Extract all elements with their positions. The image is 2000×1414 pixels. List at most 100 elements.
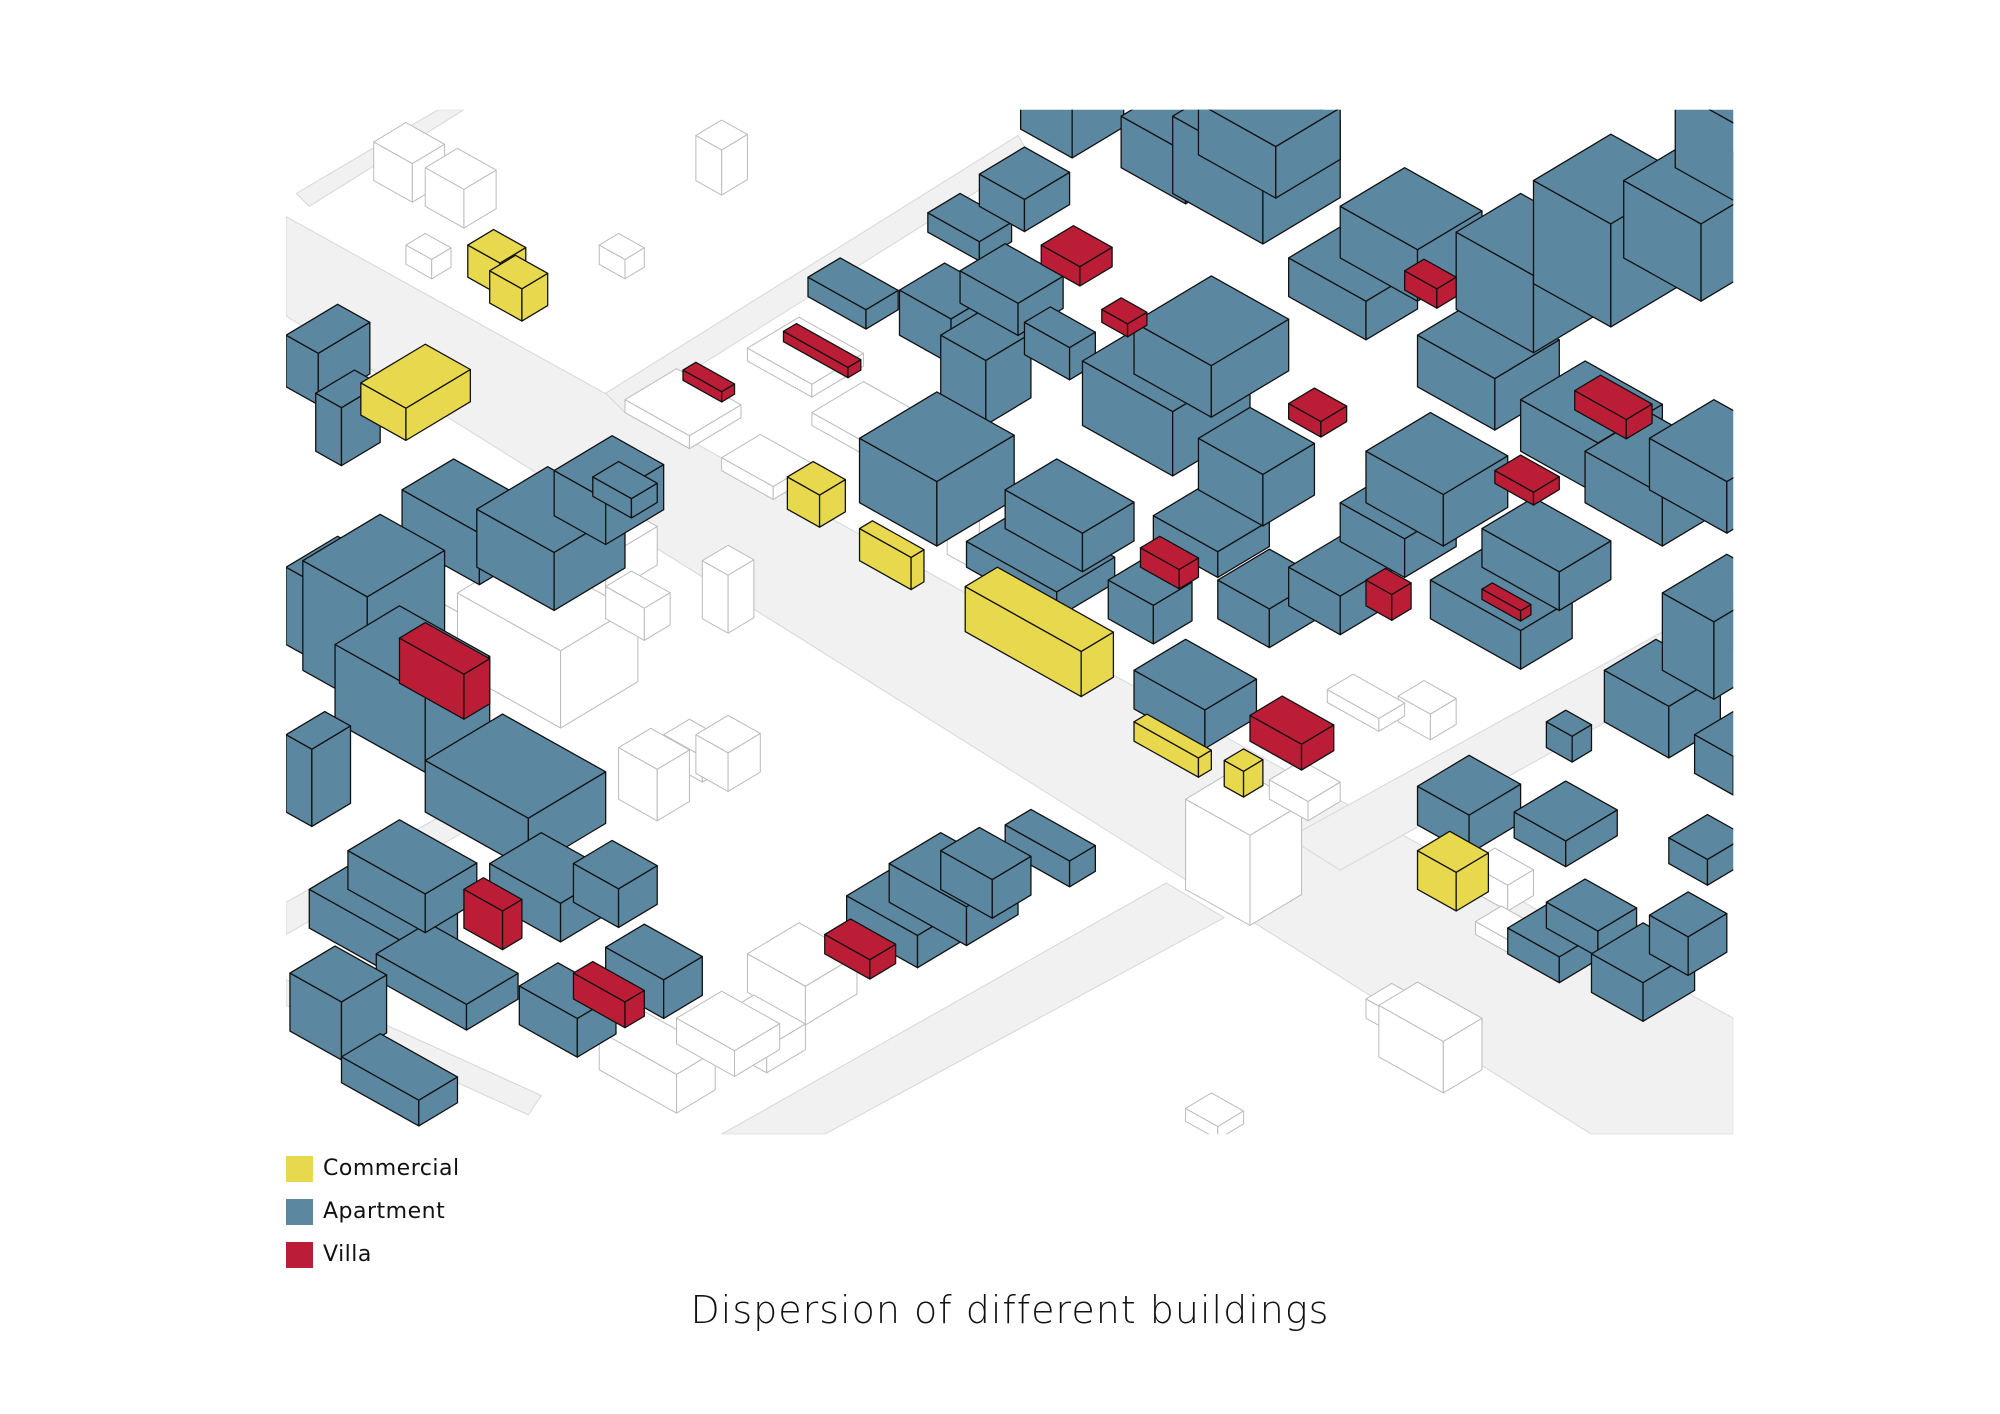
villa-building (1365, 567, 1412, 621)
building-roof (286, 710, 352, 750)
building-roof (1648, 891, 1728, 938)
building-roof (624, 368, 742, 437)
building-roof (1004, 808, 1097, 862)
commercial-building (1223, 748, 1264, 798)
other-building (1397, 680, 1457, 741)
apartment-building (1152, 484, 1270, 579)
building-roof (1326, 673, 1406, 719)
villa-building (1288, 387, 1348, 438)
building-face (1674, 109, 1734, 201)
apartment-building (1661, 553, 1734, 700)
apartment-swatch (286, 1198, 313, 1225)
villa-building (1481, 582, 1532, 622)
building-roof (1494, 454, 1560, 493)
building-face (1713, 609, 1734, 700)
commercial-building (489, 254, 549, 322)
building-roof (1545, 878, 1638, 932)
apartment-building (1365, 411, 1509, 547)
building-roof (701, 544, 755, 576)
building-roof (1040, 225, 1113, 268)
apartment-building (978, 146, 1071, 233)
apartment-building (1133, 275, 1290, 418)
building-roof (1668, 813, 1734, 861)
legend-label: Apartment (323, 1199, 446, 1224)
villa-building (463, 877, 523, 951)
villa-building (398, 621, 491, 720)
apartment-building (940, 826, 1032, 919)
legend-label: Commercial (323, 1156, 460, 1181)
other-building (1268, 759, 1341, 822)
building-roof (1268, 759, 1341, 802)
building-roof (360, 343, 472, 409)
apartment-building (1133, 638, 1258, 750)
villa-building (1139, 535, 1200, 590)
building-roof (858, 391, 1015, 483)
building-roof (1378, 981, 1483, 1042)
other-building (701, 544, 755, 634)
building-roof (1021, 21, 1124, 81)
villa-building (1574, 374, 1653, 440)
building-roof (1397, 680, 1457, 715)
building-roof (398, 621, 491, 675)
other-building (605, 570, 671, 641)
building-face (1706, 843, 1734, 886)
other-building (1185, 1092, 1245, 1135)
building-roof (489, 254, 549, 290)
building-roof (1708, 109, 1734, 124)
cross-road-west (721, 882, 1225, 1135)
building-roof (964, 566, 1115, 653)
commercial-building (1133, 713, 1212, 778)
building-roof (695, 714, 761, 754)
villa-building (1101, 297, 1148, 338)
commercial-building (964, 566, 1115, 698)
other-building (695, 119, 748, 196)
building-roof (786, 460, 847, 496)
building-roof (1133, 275, 1290, 367)
apartment-building (807, 257, 899, 330)
building-roof (463, 877, 523, 912)
building-roof (682, 361, 736, 393)
legend-item-apartment: Apartment (286, 1198, 460, 1225)
building-roof (695, 119, 748, 151)
building-roof (1133, 713, 1212, 759)
apartment-building (1513, 780, 1618, 868)
building-roof (467, 228, 527, 264)
apartment-building (347, 819, 478, 934)
building-face (1740, 96, 1792, 204)
apartment-building (1197, 109, 1341, 199)
building-face (1019, 109, 1073, 159)
other-building (624, 368, 742, 450)
building-roof (373, 122, 446, 165)
other-building (1378, 981, 1483, 1094)
apartment-building (340, 1033, 459, 1127)
building-roof (1545, 709, 1593, 737)
building-roof (1249, 695, 1335, 745)
apartment-building (572, 839, 658, 929)
villa-building (1494, 454, 1560, 506)
legend-label: Villa (323, 1242, 372, 1267)
other-building (598, 232, 645, 280)
building-roof (1208, 109, 1339, 148)
building-roof (289, 945, 388, 1003)
building-roof (424, 147, 497, 190)
building-roof (782, 322, 862, 369)
building-roof (676, 990, 781, 1052)
apartment-building (1674, 96, 1792, 204)
apartment-building (375, 922, 519, 1031)
building-roof (347, 819, 478, 895)
building-roof (1107, 556, 1193, 606)
other-building (746, 922, 858, 1026)
building-roof (1648, 399, 1734, 483)
apartment-building (605, 923, 703, 1020)
building-roof (824, 918, 897, 961)
building-face (1726, 476, 1734, 534)
building-roof (572, 839, 658, 890)
building-face (1693, 734, 1734, 796)
other-building (1185, 767, 1303, 926)
villa-swatch (286, 1241, 313, 1268)
building-roof (1197, 406, 1316, 476)
building-roof (1403, 258, 1457, 290)
building-roof (1101, 297, 1148, 325)
commercial-building (858, 520, 925, 591)
villa-building (1040, 225, 1113, 287)
